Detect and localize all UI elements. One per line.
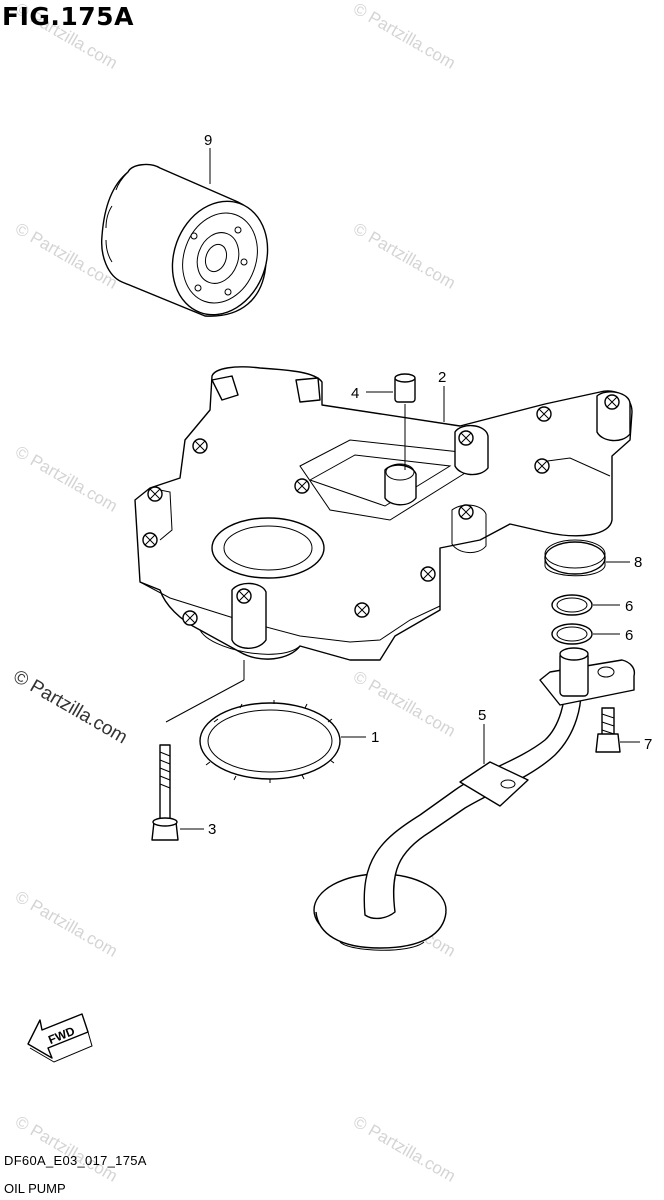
callout-6b: 6 [625, 627, 633, 644]
callout-7: 7 [644, 736, 652, 753]
watermark: © Partzilla.com [350, 219, 459, 293]
watermark: © Partzilla.com [350, 667, 459, 741]
oil-pump-body-part [134, 366, 633, 723]
watermark: © Partzilla.com [12, 1112, 121, 1186]
dowel-pin-part [366, 373, 416, 470]
callout-8: 8 [634, 554, 642, 571]
watermark: © Partzilla.com [12, 887, 121, 961]
callout-4: 4 [351, 385, 359, 402]
fwd-arrow-icon: FWD [27, 1013, 93, 1063]
callouts: 9 4 2 8 6 6 1 5 7 3 [204, 132, 652, 838]
callout-1: 1 [371, 729, 379, 746]
bolt-heads [142, 394, 620, 626]
oil-filter-part [101, 148, 269, 317]
oil-strainer-part [313, 647, 636, 951]
gasket-part [199, 700, 366, 783]
seal-ring-part [544, 539, 630, 577]
watermark: © Partzilla.com [350, 0, 459, 73]
figure-name: OIL PUMP [4, 1181, 66, 1196]
callout-5: 5 [478, 707, 486, 724]
callout-2: 2 [438, 369, 446, 386]
watermark: © Partzilla.com [350, 1112, 459, 1186]
figure-code: DF60A_E03_017_175A [4, 1153, 147, 1168]
bolt-part [151, 744, 204, 841]
watermark: © Partzilla.com [12, 442, 121, 516]
callout-6a: 6 [625, 598, 633, 615]
figure-title: FIG.175A [2, 2, 134, 31]
watermark-dark: © Partzilla.com [10, 666, 131, 748]
callout-3: 3 [208, 821, 216, 838]
o-ring-part [551, 594, 620, 645]
small-bolt-part [595, 707, 640, 753]
callout-9: 9 [204, 132, 212, 149]
